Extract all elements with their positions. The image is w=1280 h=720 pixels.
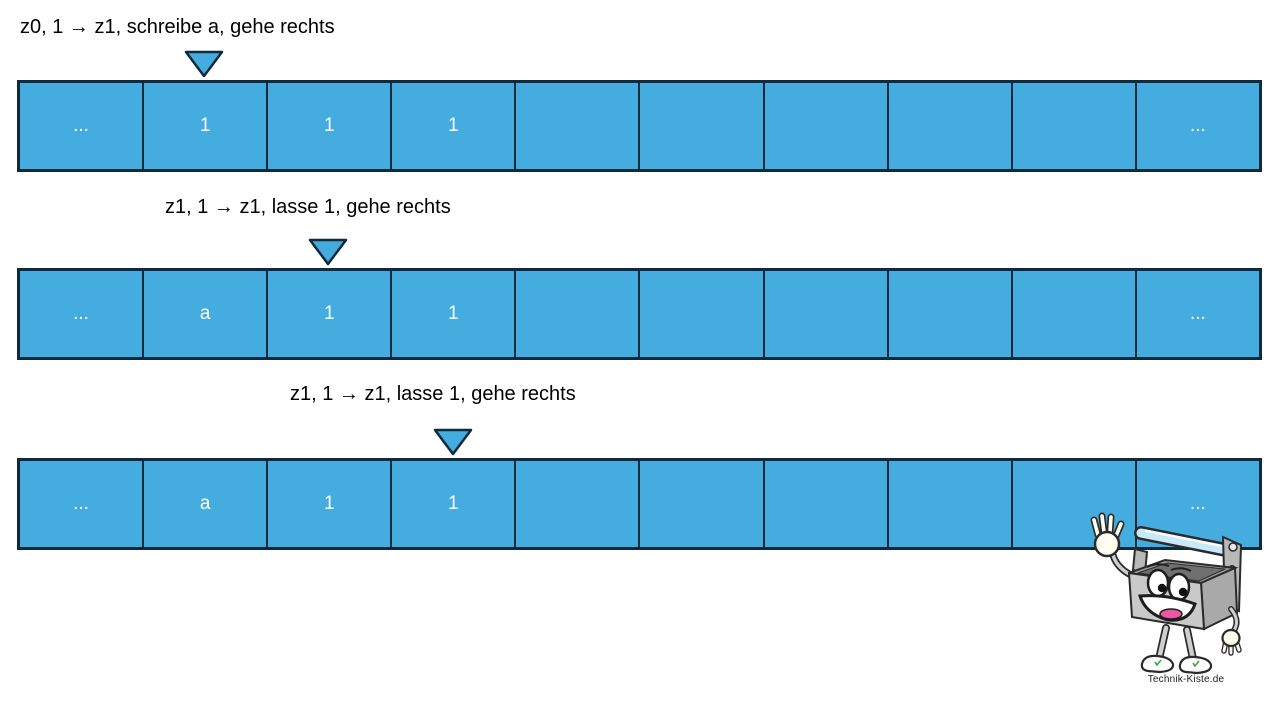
tape-cell [1010, 83, 1135, 169]
tape-cell [1010, 271, 1135, 357]
tape-head-icon [433, 428, 473, 456]
transition-label: z1, 1 → z1, lasse 1, gehe rechts [290, 383, 576, 405]
transition-label: z1, 1 → z1, lasse 1, gehe rechts [165, 196, 451, 218]
tape-cell: 1 [266, 461, 390, 547]
tape-cell [514, 83, 638, 169]
transition-label: z0, 1 → z1, schreibe a, gehe rechts [20, 16, 335, 38]
tape-cell [638, 461, 762, 547]
tape-cell: 1 [266, 271, 390, 357]
tape-head-icon [308, 238, 348, 266]
tape-cell [762, 461, 887, 547]
tape-cell [514, 461, 638, 547]
tape-cell: a [142, 271, 266, 357]
tape-cell [638, 83, 762, 169]
mascot-caption: Technik-Kiste.de [1147, 674, 1225, 685]
tape-cell: 1 [266, 83, 390, 169]
tape-cell: 1 [390, 461, 514, 547]
mascot-toolbox: Technik-Kiste.de [1083, 511, 1263, 696]
tape-head-icon [184, 50, 224, 78]
tape-cell [886, 271, 1011, 357]
tape-cell: ... [73, 303, 89, 324]
tape-cell: ... [73, 493, 89, 514]
tape-cell: ... [1134, 271, 1259, 357]
tape-cell [762, 83, 887, 169]
tape-cell [886, 83, 1011, 169]
tape-cell [638, 271, 762, 357]
tape-cell: 1 [142, 83, 266, 169]
tape-cell [886, 461, 1011, 547]
toolbox-mascot-illustration [1090, 512, 1243, 675]
tape-cell: ... [1134, 461, 1259, 547]
tape-cell [514, 271, 638, 357]
tape-cell: a [142, 461, 266, 547]
tape-cell: 1 [390, 83, 514, 169]
tape-cell: 1 [390, 271, 514, 357]
tape-cell: ... [73, 115, 89, 136]
tape-cell [762, 271, 887, 357]
tape-cell: ... [1134, 83, 1259, 169]
tape-cell [1010, 461, 1135, 547]
